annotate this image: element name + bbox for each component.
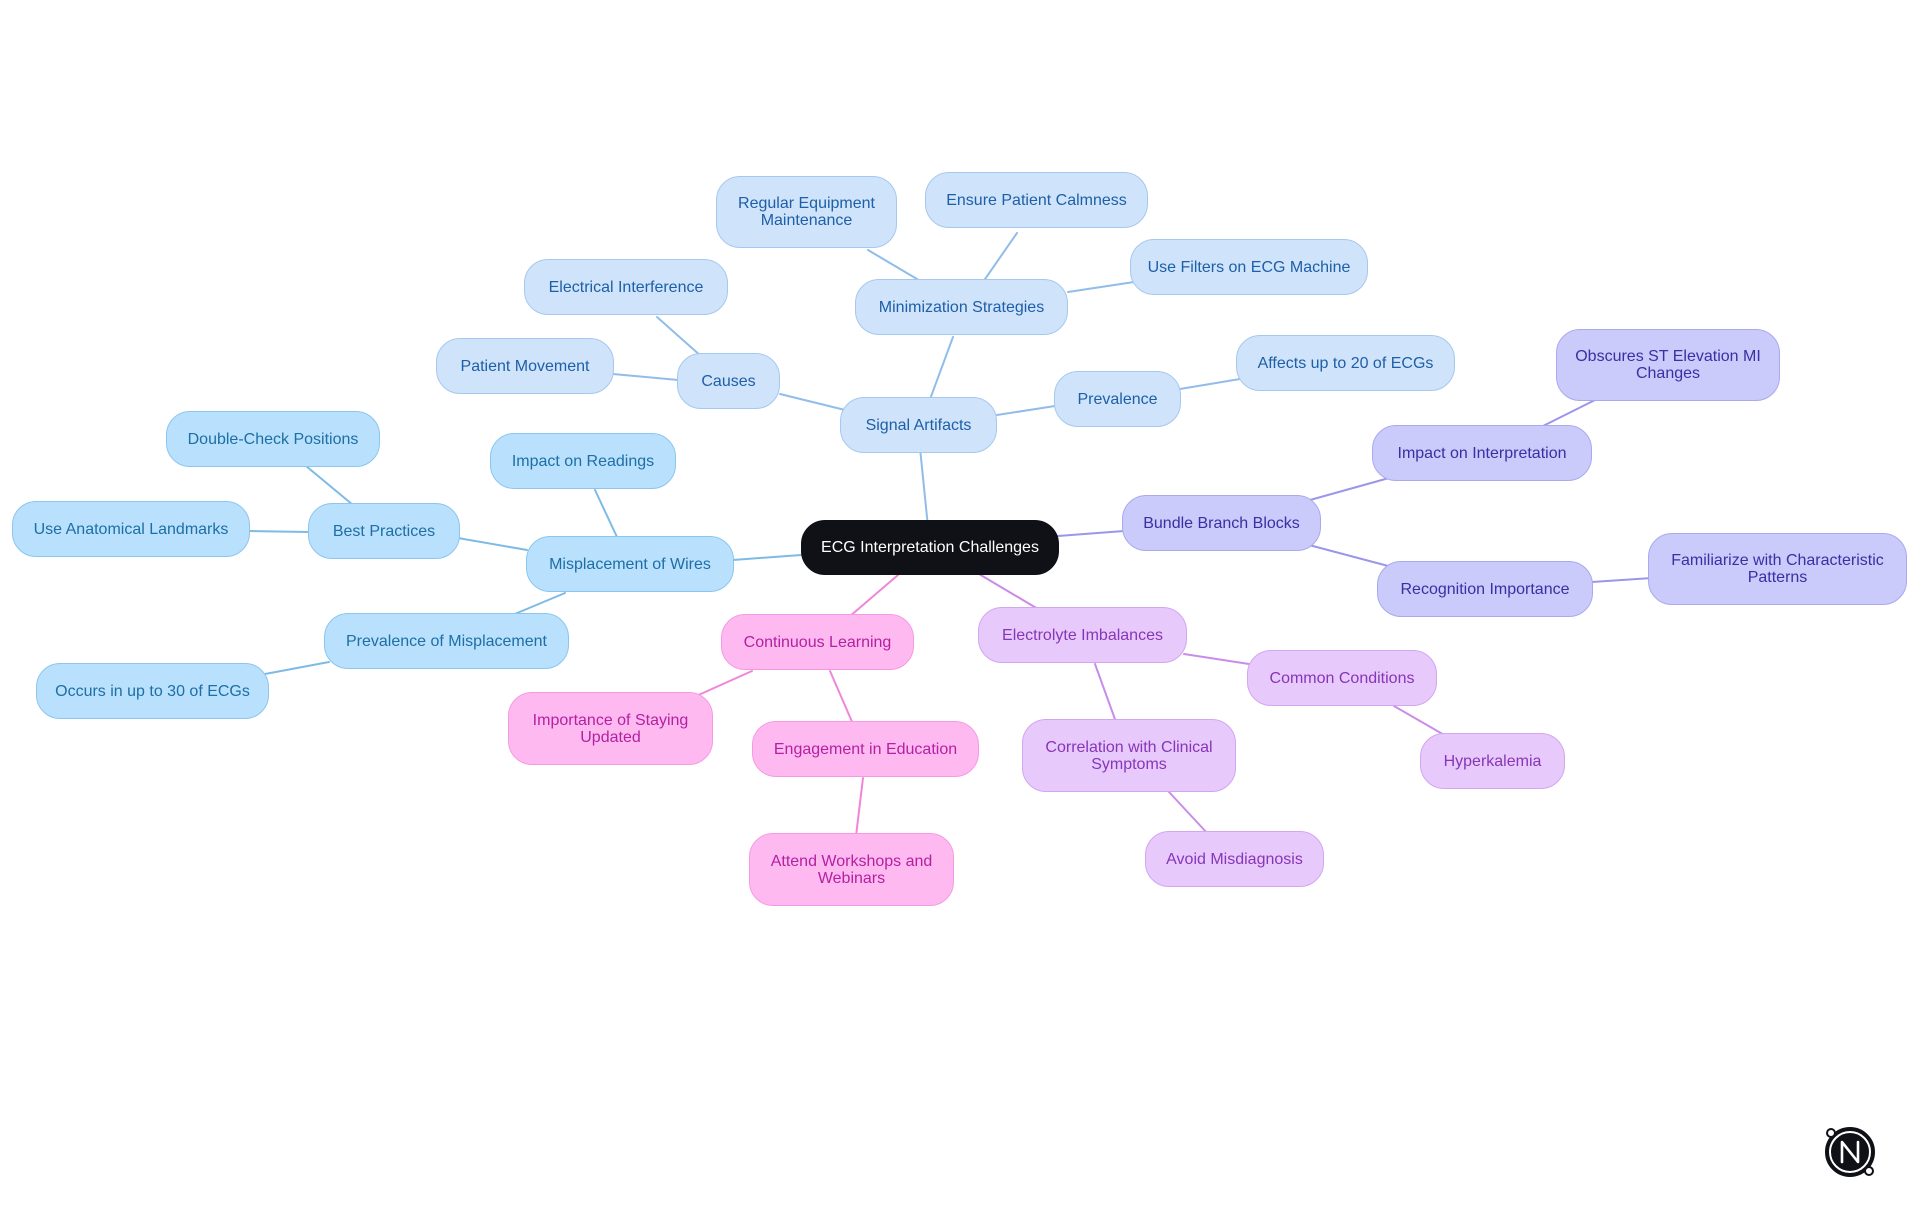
- edge-misplacement-prevalence: [509, 592, 566, 617]
- node-occurs-30-label: Occurs in up to 30 of ECGs: [55, 682, 250, 700]
- edge-common-hyperkalemia: [1393, 705, 1447, 737]
- node-impact-on-interpretation: Impact on Interpretation: [1372, 425, 1592, 481]
- node-importance-staying-updated-label: Importance of Staying Updated: [532, 711, 689, 746]
- node-regular-equipment-maintenance: Regular Equipment Maintenance: [716, 176, 897, 248]
- node-impact-on-readings-label: Impact on Readings: [511, 452, 655, 470]
- node-patient-movement: Patient Movement: [436, 338, 614, 394]
- node-best-practices-label: Best Practices: [332, 522, 436, 540]
- node-double-check-positions: Double-Check Positions: [166, 411, 380, 467]
- node-avoid-misdiagnosis: Avoid Misdiagnosis: [1145, 831, 1324, 887]
- edge-signal-prevalence: [996, 405, 1056, 416]
- node-patient-movement-label: Patient Movement: [460, 357, 590, 375]
- node-bundle-branch-blocks: Bundle Branch Blocks: [1122, 495, 1321, 551]
- node-best-practices: Best Practices: [308, 503, 460, 559]
- node-attend-workshops: Attend Workshops and Webinars: [749, 833, 954, 906]
- node-use-filters-label: Use Filters on ECG Machine: [1147, 258, 1351, 276]
- node-prevalence-of-misplacement-label: Prevalence of Misplacement: [346, 632, 547, 650]
- edge-root-electrolyte: [978, 573, 1039, 610]
- edge-root-signal-artifacts: [919, 447, 929, 528]
- edge-prevalence-affects: [1179, 378, 1241, 390]
- edge-prevalence-occurs: [264, 661, 330, 675]
- edge-bundle-impact: [1309, 477, 1390, 501]
- edge-bestpractices-landmarks: [249, 530, 310, 533]
- node-ensure-patient-calmness: Ensure Patient Calmness: [925, 172, 1148, 228]
- node-signal-artifacts: Signal Artifacts: [840, 397, 997, 453]
- edge-causes-electrical: [656, 316, 703, 358]
- node-engagement-in-education: Engagement in Education: [752, 721, 979, 777]
- node-causes: Causes: [677, 353, 780, 409]
- edge-misplacement-bestpractices: [457, 537, 528, 551]
- node-common-conditions: Common Conditions: [1247, 650, 1437, 706]
- node-prevalence: Prevalence: [1054, 371, 1181, 427]
- node-engagement-in-education-label: Engagement in Education: [773, 740, 958, 758]
- node-prevalence-label: Prevalence: [1077, 390, 1158, 408]
- node-misplacement-of-wires-label: Misplacement of Wires: [549, 555, 711, 573]
- edge-electrolyte-common: [1183, 653, 1250, 665]
- node-bundle-branch-blocks-label: Bundle Branch Blocks: [1143, 514, 1300, 532]
- node-ensure-patient-calmness-label: Ensure Patient Calmness: [946, 191, 1127, 209]
- node-hyperkalemia: Hyperkalemia: [1420, 733, 1565, 789]
- node-prevalence-of-misplacement: Prevalence of Misplacement: [324, 613, 569, 669]
- edge-bestpractices-doublecheck: [305, 465, 354, 506]
- edge-correlation-misdiagnosis: [1168, 791, 1209, 835]
- node-recognition-importance: Recognition Importance: [1377, 561, 1593, 617]
- edge-misplacement-impact: [594, 489, 618, 538]
- node-electrolyte-imbalances: Electrolyte Imbalances: [978, 607, 1187, 663]
- edge-signal-minimization: [928, 336, 954, 403]
- node-familiarize-patterns-label: Familiarize with Characteristic Patterns: [1671, 552, 1884, 586]
- node-correlation-clinical-symptoms-label: Correlation with Clinical Symptoms: [1045, 738, 1213, 773]
- node-regular-equipment-maintenance-label: Regular Equipment Maintenance: [738, 195, 875, 229]
- node-affects-20-label: Affects up to 20 of ECGs: [1257, 354, 1434, 372]
- node-impact-on-interpretation-label: Impact on Interpretation: [1397, 444, 1567, 462]
- edge-root-bundle: [1057, 530, 1125, 537]
- node-hyperkalemia-label: Hyperkalemia: [1443, 752, 1542, 770]
- edge-recognition-familiarize: [1591, 577, 1653, 583]
- node-double-check-positions-label: Double-Check Positions: [187, 430, 359, 448]
- node-attend-workshops-label: Attend Workshops and Webinars: [770, 852, 933, 887]
- node-misplacement-of-wires: Misplacement of Wires: [526, 536, 734, 592]
- edge-minimization-equipment: [867, 249, 923, 283]
- node-recognition-importance-label: Recognition Importance: [1400, 580, 1570, 598]
- edge-causes-movement: [612, 373, 679, 381]
- node-correlation-clinical-symptoms: Correlation with Clinical Symptoms: [1022, 719, 1236, 792]
- edge-minimization-calmness: [982, 232, 1018, 283]
- node-avoid-misdiagnosis-label: Avoid Misdiagnosis: [1166, 850, 1303, 868]
- node-affects-20: Affects up to 20 of ECGs: [1236, 335, 1455, 391]
- edge-learning-updated: [693, 670, 753, 698]
- node-obscures-st-elevation-label: Obscures ST Elevation MI Changes: [1575, 348, 1761, 382]
- node-continuous-learning-label: Continuous Learning: [743, 633, 892, 651]
- edge-electrolyte-correlation: [1094, 663, 1117, 723]
- node-minimization-strategies-label: Minimization Strategies: [878, 298, 1045, 316]
- node-use-anatomical-landmarks: Use Anatomical Landmarks: [12, 501, 250, 557]
- node-occurs-30: Occurs in up to 30 of ECGs: [36, 663, 269, 719]
- node-causes-label: Causes: [701, 372, 756, 390]
- node-signal-artifacts-label: Signal Artifacts: [865, 416, 972, 434]
- node-use-filters: Use Filters on ECG Machine: [1130, 239, 1368, 295]
- edge-signal-causes: [779, 393, 846, 411]
- node-importance-staying-updated: Importance of Staying Updated: [508, 692, 713, 765]
- node-electrical-interference-label: Electrical Interference: [548, 278, 704, 296]
- edge-impact-obscures: [1540, 398, 1598, 428]
- edge-minimization-filters: [1067, 281, 1135, 293]
- brand-logo-icon: [1825, 1127, 1875, 1177]
- node-electrical-interference: Electrical Interference: [524, 259, 728, 315]
- node-obscures-st-elevation: Obscures ST Elevation MI Changes: [1556, 329, 1780, 401]
- node-electrolyte-imbalances-label: Electrolyte Imbalances: [1002, 626, 1163, 644]
- root-node-label: ECG Interpretation Challenges: [821, 539, 1039, 556]
- node-common-conditions-label: Common Conditions: [1269, 669, 1415, 687]
- edge-engagement-workshops: [855, 777, 864, 837]
- node-continuous-learning: Continuous Learning: [721, 614, 914, 670]
- node-familiarize-patterns: Familiarize with Characteristic Patterns: [1648, 533, 1907, 605]
- node-use-anatomical-landmarks-label: Use Anatomical Landmarks: [33, 520, 229, 538]
- node-minimization-strategies: Minimization Strategies: [855, 279, 1068, 335]
- root-node: ECG Interpretation Challenges: [801, 520, 1059, 575]
- edge-learning-engagement: [829, 670, 854, 725]
- edge-root-learning: [848, 574, 899, 618]
- node-impact-on-readings: Impact on Readings: [490, 433, 676, 489]
- edge-bundle-recognition: [1308, 544, 1393, 568]
- edge-root-misplacement: [732, 554, 802, 561]
